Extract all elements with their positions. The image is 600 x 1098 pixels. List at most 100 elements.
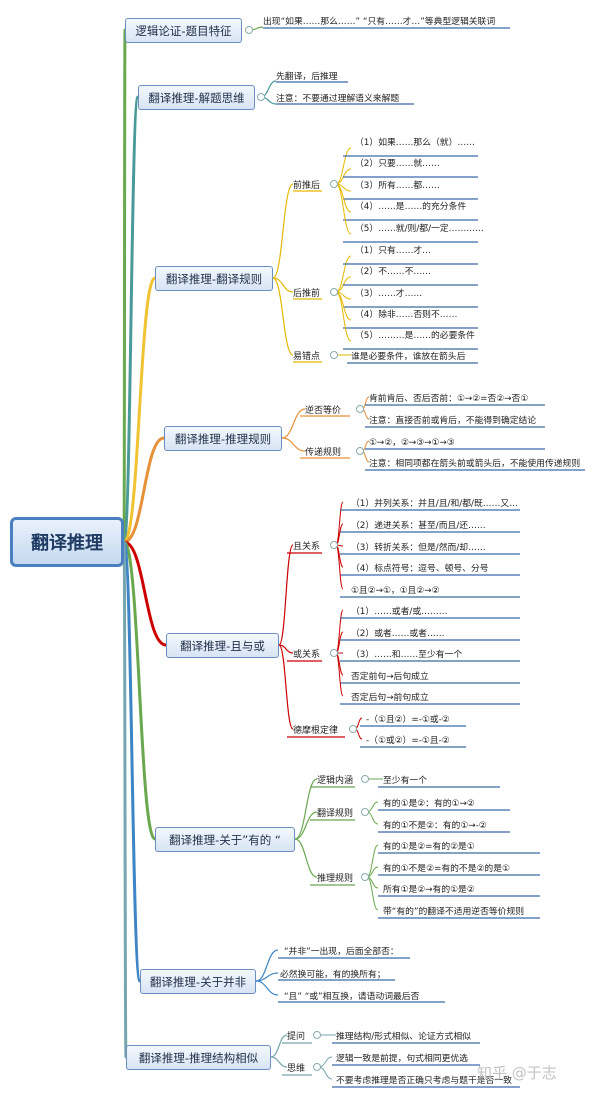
connector-line	[294, 838, 318, 878]
branch-connector	[122, 540, 157, 841]
leaf-text: （4）标点符号：逗号、顿号、分号	[351, 563, 489, 574]
subnode-logical-meaning[interactable]: 逻辑内涵	[317, 775, 354, 786]
connector-line	[270, 1034, 288, 1058]
connector-line	[335, 501, 344, 546]
leaf-text: 有的①是②：有的①→②	[383, 798, 475, 809]
leaf-text: （3）转折关系：但是/然而/却……	[351, 542, 486, 553]
leaf-text: ①→②，②→③→①→③	[369, 437, 455, 448]
branch-connector	[122, 95, 140, 544]
leaf-text: 肯前肯后、否后否前：①→②=否②→否①	[369, 393, 529, 404]
leaf-text: 推理结构/形式相似、论证方式相似	[336, 1031, 471, 1042]
collapse-toggle-icon[interactable]	[257, 93, 265, 101]
leaf-text: 有的①不是②=有的不是②的是①	[383, 863, 510, 874]
branch-node-logic-features[interactable]: 逻辑论证-题目特征	[125, 18, 242, 43]
leaf-text: （1）只有……才…	[355, 245, 431, 256]
leaf-text: 先翻译，后推理	[276, 71, 338, 82]
subnode-contrapositive[interactable]: 逆否等价	[305, 405, 342, 416]
watermark: 知乎 @于志	[477, 1064, 557, 1082]
collapse-toggle-icon[interactable]	[361, 873, 369, 881]
connector-line	[281, 408, 306, 439]
leaf-text: 注意：相同项都在箭头前或箭头后，不能使用传递规则	[369, 458, 581, 469]
connector-line	[318, 1066, 333, 1080]
leaf-text: （2）递进关系：甚至/而且/还……	[351, 520, 486, 531]
root-node[interactable]: 翻译推理	[10, 517, 124, 567]
connector-line	[366, 811, 379, 825]
leaf-text: 有的①是②=有的②是①	[383, 841, 475, 852]
subnode-reasoning-rule[interactable]: 推理规则	[317, 873, 354, 884]
branch-node-thinking[interactable]: 翻译推理-解题思维	[138, 85, 255, 110]
connector-line	[294, 811, 318, 840]
collapse-toggle-icon[interactable]	[313, 1031, 321, 1039]
branch-node-and-or[interactable]: 翻译推理-且与或	[166, 633, 279, 658]
connector-line	[255, 949, 279, 982]
leaf-text: 谁是必要条件，谁放在箭头后	[351, 351, 466, 362]
leaf-text: （2）只要……就……	[355, 158, 440, 169]
connector-line	[335, 147, 352, 185]
leaf-text: “且” “或”相互换，请语动词最后否	[284, 991, 420, 1002]
collapse-toggle-icon[interactable]	[245, 26, 253, 34]
collapse-toggle-icon[interactable]	[361, 808, 369, 816]
leaf-text: （2）或者……或者……	[351, 628, 445, 639]
collapse-toggle-icon[interactable]	[313, 1063, 321, 1071]
branch-connector	[122, 540, 128, 1059]
connector-line	[335, 544, 344, 590]
subnode-transitive[interactable]: 传递规则	[305, 447, 342, 458]
connector-line	[335, 609, 344, 654]
leaf-text: （2）不……不……	[355, 266, 431, 277]
connector-line	[272, 277, 294, 356]
leaf-text: -（①且②）=-①或-②	[366, 714, 450, 725]
leaf-text: 不要考虑推理是否正确只考虑与题干是否一致	[336, 1075, 512, 1086]
leaf-text: （3）……才……	[355, 288, 423, 299]
leaf-text: 否定后句→前句成立	[351, 692, 429, 703]
leaf-text: 逻辑一致是前提，句式相同更优选	[336, 1053, 468, 1064]
leaf-text: 出现“如果……那么……” “只有……才…”等典型逻辑关联词	[263, 16, 496, 27]
collapse-toggle-icon[interactable]	[330, 649, 338, 657]
branch-connector	[122, 276, 157, 544]
leaf-text: 带“有的”的翻译不适用逆否等价规则	[383, 906, 525, 917]
connector-line	[270, 1056, 288, 1068]
branch-connector	[122, 28, 127, 544]
connector-line	[281, 437, 306, 452]
leaf-text: （1）如果……那么（就）……	[355, 137, 475, 148]
connector-line	[278, 644, 294, 730]
branch-node-structure-similar[interactable]: 翻译推理-推理结构相似	[126, 1045, 271, 1070]
leaf-text: 否定前句→后句成立	[351, 671, 429, 682]
leaf-text: （1）并列关系：并且/且/和/都/既……又…	[351, 498, 518, 509]
leaf-text: （4）除非……否则不……	[355, 309, 458, 320]
leaf-text: 注意：不要通过理解语义来解题	[276, 93, 400, 104]
subnode-forward[interactable]: 前推后	[293, 180, 321, 191]
collapse-toggle-icon[interactable]	[330, 351, 338, 359]
connector-line	[278, 644, 294, 654]
collapse-toggle-icon[interactable]	[361, 775, 369, 783]
branch-node-some[interactable]: 翻译推理-关于”有的 “	[155, 827, 295, 852]
collapse-toggle-icon[interactable]	[356, 447, 364, 455]
collapse-toggle-icon[interactable]	[349, 725, 357, 733]
subnode-backward[interactable]: 后推前	[293, 288, 321, 299]
leaf-text: ①且②→①，①且②→②	[351, 585, 440, 596]
leaf-text: （5）……就/则/都/一定…………	[355, 223, 484, 234]
connector-line	[335, 291, 352, 342]
subnode-and-relation[interactable]: 且关系	[293, 541, 321, 552]
leaf-text: （3）……和……至少有一个	[351, 649, 463, 660]
branch-node-negation[interactable]: 翻译推理-关于并非	[140, 969, 256, 994]
collapse-toggle-icon[interactable]	[356, 405, 364, 413]
branch-connector	[123, 436, 165, 544]
leaf-text: “并非”一出现，后面全部否：	[284, 946, 399, 957]
leaf-text: 必然换可能，有的换所有；	[280, 969, 386, 980]
subnode-translation-rule[interactable]: 翻译规则	[317, 808, 354, 819]
connector-line	[335, 255, 352, 293]
subnode-or-relation[interactable]: 或关系	[293, 649, 321, 660]
connector-line	[272, 183, 294, 279]
subnode-error-prone[interactable]: 易错点	[293, 351, 321, 362]
collapse-toggle-icon[interactable]	[330, 541, 338, 549]
subnode-de-morgan[interactable]: 德摩根定律	[293, 725, 339, 736]
collapse-toggle-icon[interactable]	[330, 288, 338, 296]
subnode-question[interactable]: 提问	[287, 1031, 306, 1042]
leaf-text: （3）所有……都……	[355, 180, 440, 191]
collapse-toggle-icon[interactable]	[330, 180, 338, 188]
subnode-thinking[interactable]: 思维	[287, 1063, 306, 1074]
leaf-text: （4）……是……的充分条件	[355, 201, 467, 212]
branch-node-reasoning-rules[interactable]: 翻译推理-推理规则	[164, 426, 282, 451]
branch-node-translation-rules[interactable]: 翻译推理-翻译规则	[155, 266, 273, 291]
